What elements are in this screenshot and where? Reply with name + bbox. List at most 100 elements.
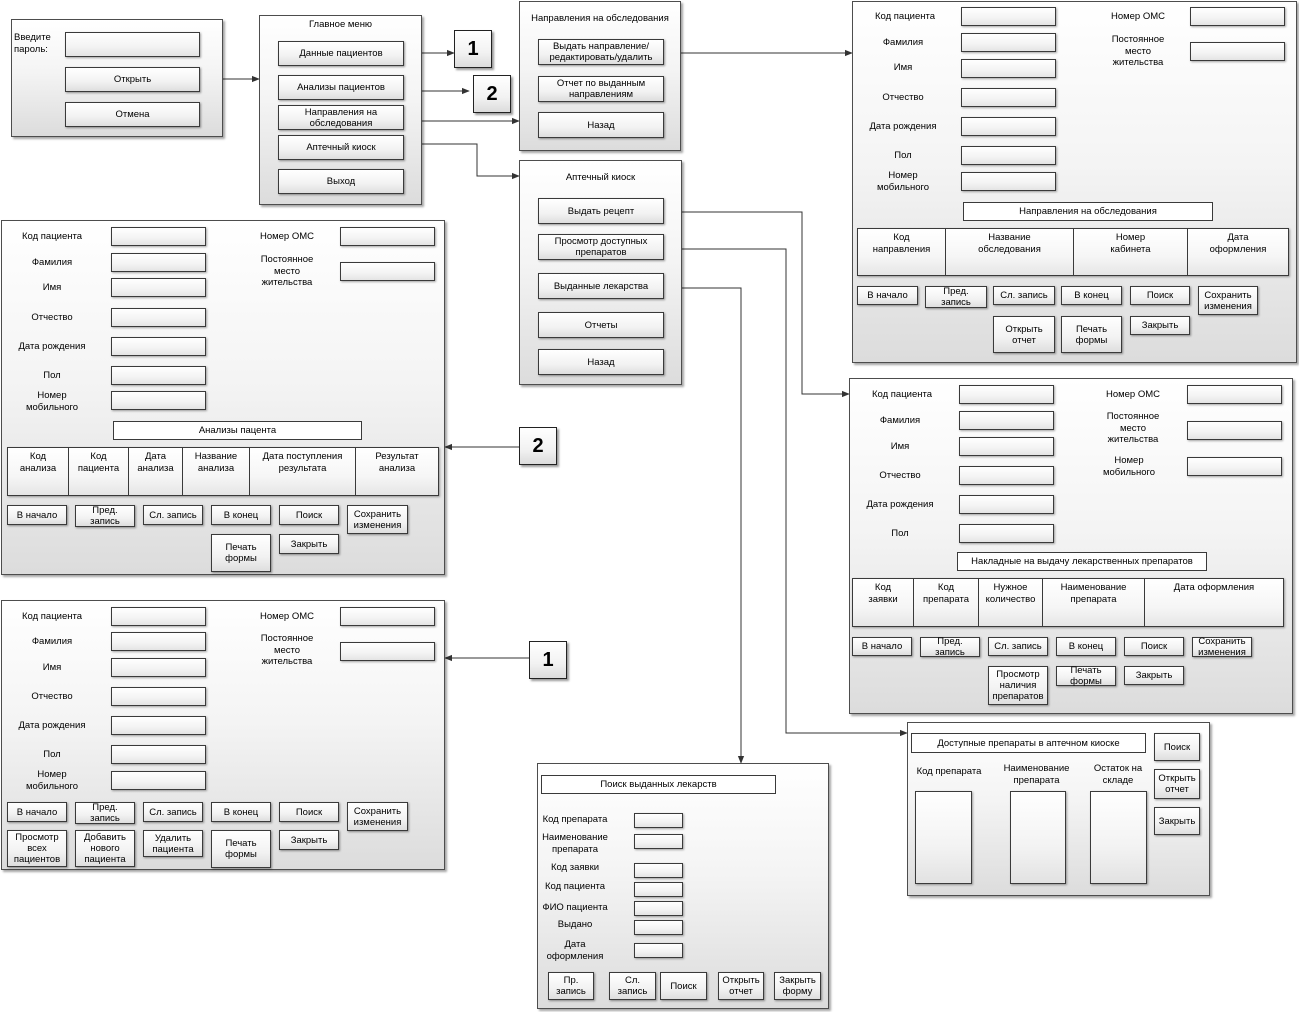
issued-open-report-button[interactable]: Открыть отчет [718, 972, 764, 1000]
oms-field[interactable] [340, 607, 435, 626]
first-record-button[interactable]: В начало [852, 637, 912, 656]
pharmacy-back-button[interactable]: Назад [538, 349, 664, 375]
available-drug-name-list[interactable] [1010, 791, 1066, 884]
add-patient-button[interactable]: Добавить нового пациента [75, 830, 135, 867]
mobile-field[interactable] [111, 771, 206, 790]
birth-date-field[interactable] [961, 117, 1056, 136]
birth-date-field[interactable] [111, 716, 206, 735]
reports-button[interactable]: Отчеты [538, 312, 664, 338]
prev-record-button[interactable]: Пред. запись [920, 636, 980, 658]
issued-drug-code-field[interactable] [634, 813, 683, 828]
residence-field[interactable] [340, 262, 435, 281]
menu-item-referrals[interactable]: Направления на обследования [278, 105, 404, 130]
analyses-table[interactable]: Код анализа Код пациента Дата анализа На… [7, 447, 439, 496]
first-record-button[interactable]: В начало [7, 505, 67, 525]
open-report-button[interactable]: Открыть отчет [993, 316, 1055, 353]
issued-request-code-field[interactable] [634, 863, 683, 878]
referral-report-button[interactable]: Отчет по выданным направлениям [538, 76, 664, 102]
issued-drug-name-field[interactable] [634, 834, 683, 849]
sex-field[interactable] [111, 745, 206, 764]
last-record-button[interactable]: В конец [1056, 637, 1116, 656]
view-all-patients-button[interactable]: Просмотр всех пациентов [7, 830, 67, 867]
save-changes-button[interactable]: Сохранить изменения [347, 505, 408, 534]
issued-patient-name-field[interactable] [634, 901, 683, 916]
patronymic-field[interactable] [111, 308, 206, 327]
birth-date-field[interactable] [111, 337, 206, 356]
next-record-button[interactable]: Сл. запись [143, 802, 203, 822]
print-form-button[interactable]: Печать формы [1056, 665, 1116, 687]
search-button[interactable]: Поиск [1130, 286, 1190, 305]
issued-close-form-button[interactable]: Закрыть форму [774, 972, 821, 1000]
oms-field[interactable] [340, 227, 435, 246]
menu-item-pharmacy[interactable]: Аптечный киоск [278, 135, 404, 160]
oms-field[interactable] [1190, 7, 1285, 26]
name-field[interactable] [111, 278, 206, 297]
name-field[interactable] [961, 59, 1056, 78]
print-form-button[interactable]: Печать формы [1061, 316, 1122, 353]
save-changes-button[interactable]: Сохранить изменения [347, 802, 408, 831]
prev-record-button[interactable]: Пред. запись [925, 286, 987, 308]
next-record-button[interactable]: Сл. запись [988, 637, 1048, 656]
close-button[interactable]: Закрыть [1130, 316, 1190, 335]
invoices-table[interactable]: Код заявки Код препарата Нужное количест… [852, 578, 1284, 627]
last-record-button[interactable]: В конец [1061, 286, 1122, 305]
patient-code-field[interactable] [111, 227, 206, 246]
mobile-field[interactable] [961, 172, 1056, 191]
residence-field[interactable] [1187, 421, 1282, 440]
search-button[interactable]: Поиск [279, 505, 339, 525]
next-record-button[interactable]: Сл. запись [993, 286, 1055, 305]
available-drugs-button[interactable]: Просмотр доступных препаратов [538, 234, 664, 260]
available-drug-code-list[interactable] [915, 791, 972, 884]
available-close-button[interactable]: Закрыть [1154, 807, 1200, 835]
residence-field[interactable] [1190, 42, 1285, 61]
referrals-table[interactable]: Код направления Название обследования Но… [857, 228, 1289, 276]
referrals-back-button[interactable]: Назад [538, 112, 664, 138]
available-open-report-button[interactable]: Открыть отчет [1154, 769, 1200, 799]
open-button[interactable]: Открыть [65, 67, 200, 92]
prescription-button[interactable]: Выдать рецепт [538, 198, 664, 224]
first-record-button[interactable]: В начало [857, 286, 918, 305]
menu-item-analyses[interactable]: Анализы пациентов [278, 75, 404, 100]
close-button[interactable]: Закрыть [1124, 666, 1184, 685]
mobile-field[interactable] [1187, 457, 1282, 476]
patronymic-field[interactable] [111, 687, 206, 706]
patronymic-field[interactable] [959, 466, 1054, 485]
sex-field[interactable] [959, 524, 1054, 543]
search-button[interactable]: Поиск [1124, 637, 1184, 656]
patronymic-field[interactable] [961, 88, 1056, 107]
surname-field[interactable] [111, 632, 206, 651]
print-form-button[interactable]: Печать формы [211, 830, 271, 868]
print-form-button[interactable]: Печать формы [211, 534, 271, 572]
birth-date-field[interactable] [959, 495, 1054, 514]
sex-field[interactable] [961, 146, 1056, 165]
oms-field[interactable] [1187, 385, 1282, 404]
available-search-button[interactable]: Поиск [1154, 733, 1200, 761]
save-changes-button[interactable]: Сохранить изменения [1192, 636, 1252, 658]
next-record-button[interactable]: Сл. запись [143, 505, 203, 525]
menu-item-patients[interactable]: Данные пациентов [278, 41, 404, 66]
last-record-button[interactable]: В конец [211, 505, 271, 525]
mobile-field[interactable] [111, 391, 206, 410]
name-field[interactable] [111, 658, 206, 677]
password-input[interactable] [65, 32, 200, 57]
close-button[interactable]: Закрыть [279, 830, 339, 850]
name-field[interactable] [959, 437, 1054, 456]
first-record-button[interactable]: В начало [7, 802, 67, 822]
issued-search-button[interactable]: Поиск [660, 972, 707, 1000]
prev-record-button[interactable]: Пред. запись [75, 802, 135, 824]
residence-field[interactable] [340, 642, 435, 661]
save-changes-button[interactable]: Сохранить изменения [1198, 286, 1258, 315]
check-availability-button[interactable]: Просмотр наличия препаратов [988, 666, 1048, 705]
last-record-button[interactable]: В конец [211, 802, 271, 822]
issue-referral-button[interactable]: Выдать направление/ редактировать/удалит… [538, 39, 664, 65]
surname-field[interactable] [961, 33, 1056, 52]
issued-prev-record-button[interactable]: Пр. запись [548, 972, 594, 1000]
patient-code-field[interactable] [961, 7, 1056, 26]
sex-field[interactable] [111, 366, 206, 385]
issued-next-record-button[interactable]: Сл. запись [609, 972, 656, 1000]
issued-patient-code-field[interactable] [634, 882, 683, 897]
search-button[interactable]: Поиск [279, 802, 339, 822]
patient-code-field[interactable] [959, 385, 1054, 404]
surname-field[interactable] [111, 253, 206, 272]
prev-record-button[interactable]: Пред. запись [75, 505, 135, 527]
